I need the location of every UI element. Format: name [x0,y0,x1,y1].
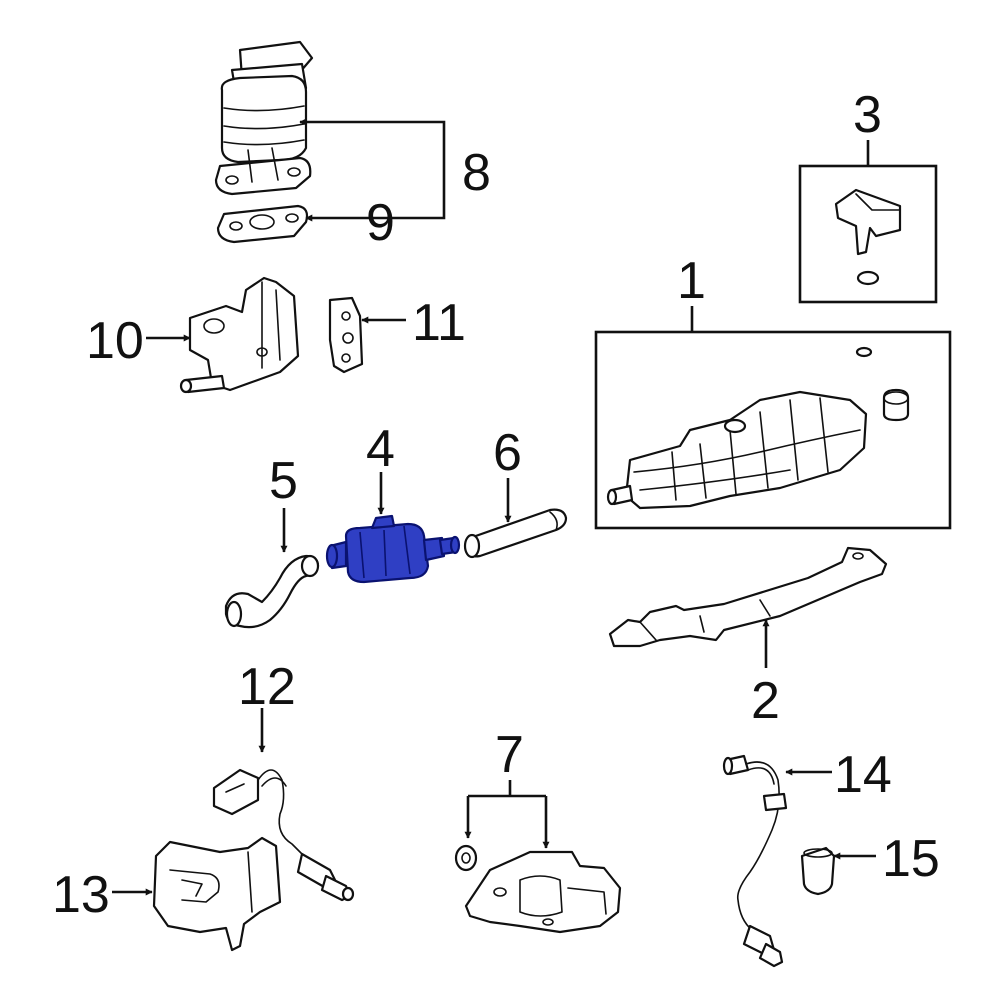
callout-1: 1 [677,252,706,310]
valve-gasket-part[interactable] [454,844,478,872]
sensor-part[interactable] [834,188,902,286]
check-valve-highlighted-part[interactable] [325,514,461,584]
callout-12: 12 [238,658,296,716]
bracket-plate-part[interactable] [328,296,364,374]
callout-10: 10 [86,312,144,370]
leader-8 [299,118,446,168]
callout-6: 6 [493,424,522,482]
charcoal-canister-part[interactable] [606,346,910,510]
hose-5-part[interactable] [224,554,320,629]
callout-11: 11 [412,294,466,352]
callout-5: 5 [269,452,298,510]
callout-3: 3 [853,86,882,144]
egr-valve-part[interactable] [214,40,314,196]
callout-9: 9 [366,194,395,252]
leader-9-bracket [360,168,446,220]
callout-15: 15 [882,830,940,888]
heat-shield-13-part[interactable] [152,836,282,952]
callout-13: 13 [52,866,110,924]
oxygen-sensor-14-part[interactable] [722,754,788,968]
oxygen-sensor-12-part[interactable] [212,768,355,902]
callout-7: 7 [495,726,524,784]
callout-14: 14 [834,746,892,804]
valve-7-part[interactable] [464,850,622,934]
callout-1-box [594,330,952,530]
hose-6-part[interactable] [463,508,568,559]
canister-bracket-part[interactable] [608,546,888,648]
cap-15-part[interactable] [800,846,836,896]
callout-4: 4 [366,420,395,478]
egr-gasket-part[interactable] [216,204,309,244]
callout-8: 8 [462,144,491,202]
purge-solenoid-bracket-part[interactable] [179,276,300,394]
callout-2: 2 [751,672,780,730]
